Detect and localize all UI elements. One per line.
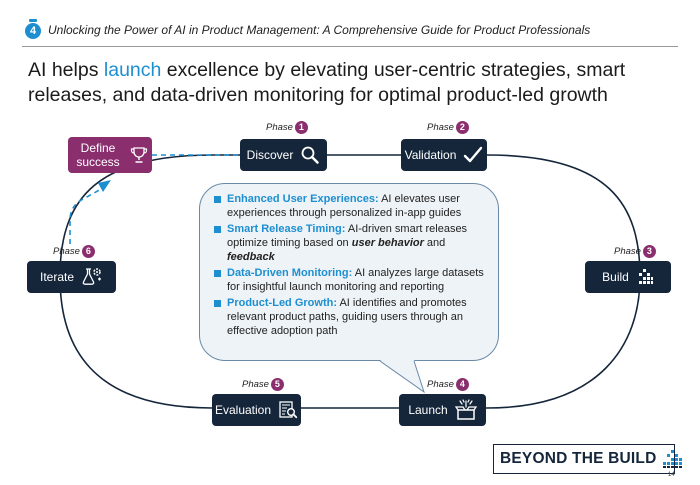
cycle-loop-line bbox=[59, 154, 641, 409]
list-item: Enhanced User Experiences: AI elevates u… bbox=[214, 192, 486, 220]
bullet-heading: Data-Driven Monitoring: bbox=[227, 267, 353, 279]
header-divider bbox=[22, 46, 678, 47]
section-number-badge: 4 bbox=[25, 23, 41, 39]
iterate-to-define-dashed bbox=[69, 187, 104, 244]
page-number: 14 bbox=[668, 472, 675, 478]
bullet-emphasis: feedback bbox=[227, 251, 275, 263]
phase-number-badge: 2 bbox=[455, 121, 469, 134]
phase-discover-label: Discover bbox=[246, 148, 294, 162]
brand-logo: BEYOND THE BUILD bbox=[493, 444, 683, 474]
bullet-heading: Product-Led Growth: bbox=[227, 297, 337, 309]
phase-iterate-label: Iterate bbox=[39, 270, 75, 284]
dashed-arrowhead bbox=[98, 180, 111, 192]
bullet-heading: Smart Release Timing: bbox=[227, 223, 346, 235]
ai-benefits-callout: Enhanced User Experiences: AI elevates u… bbox=[199, 183, 499, 361]
header-title: Unlocking the Power of AI in Product Man… bbox=[48, 23, 591, 37]
phase-number-badge: 3 bbox=[642, 245, 656, 258]
title-highlight: launch bbox=[103, 59, 162, 81]
checkmark-icon bbox=[463, 146, 483, 164]
slide-title: AI helps launch excellence by elevating … bbox=[28, 58, 678, 108]
bullet-square bbox=[214, 270, 221, 277]
define-success-label: Define success bbox=[76, 141, 120, 169]
phase-tag-word: Phase bbox=[427, 122, 454, 133]
list-item: Smart Release Timing: AI-driven smart re… bbox=[214, 222, 486, 264]
bullet-body: and bbox=[423, 237, 446, 249]
phase-launch-box: Launch bbox=[399, 394, 486, 426]
phase-tag-word: Phase bbox=[614, 246, 641, 257]
phase-iterate-box: Iterate bbox=[27, 261, 116, 293]
bullet-square bbox=[214, 196, 221, 203]
list-item: Product-Led Growth: AI identifies and pr… bbox=[214, 296, 486, 338]
phase-validation-box: Validation bbox=[401, 139, 487, 171]
phase-tag-word: Phase bbox=[266, 122, 293, 133]
phase-tag-word: Phase bbox=[242, 379, 269, 390]
phase-launch-label: Launch bbox=[408, 403, 448, 417]
bullet-text: Data-Driven Monitoring: AI analyzes larg… bbox=[227, 266, 486, 294]
slide-header: 4 Unlocking the Power of AI in Product M… bbox=[0, 0, 700, 50]
bullet-body: AI elevates user experiences through per… bbox=[227, 193, 462, 219]
phase-tag-word: Phase bbox=[53, 246, 80, 257]
title-part-1: AI helps bbox=[28, 59, 104, 81]
bullet-text: Enhanced User Experiences: AI elevates u… bbox=[227, 192, 486, 220]
define-success-box: Define success bbox=[68, 137, 152, 173]
report-magnifier-icon bbox=[278, 400, 298, 420]
phase-build-label: Build bbox=[602, 270, 629, 284]
bullet-square bbox=[214, 226, 221, 233]
pixel-blocks-icon bbox=[636, 268, 654, 286]
pixel-logo-icon bbox=[662, 449, 684, 469]
flask-gear-icon bbox=[81, 266, 103, 288]
bullet-text: Product-Led Growth: AI identifies and pr… bbox=[227, 296, 486, 338]
phase-number-badge: 6 bbox=[81, 245, 95, 258]
list-item: Data-Driven Monitoring: AI analyzes larg… bbox=[214, 266, 486, 294]
bullet-body: AI analyzes large datasets for insightfu… bbox=[227, 267, 484, 293]
magnifier-icon bbox=[300, 145, 320, 165]
phase-number-badge: 1 bbox=[294, 121, 308, 134]
phase-evaluation-box: Evaluation bbox=[212, 394, 301, 426]
bullet-body: AI-driven smart releases optimize timing… bbox=[227, 223, 468, 249]
title-part-2: excellence by elevating user-centric str… bbox=[28, 59, 626, 106]
brand-name: BEYOND THE BUILD bbox=[500, 450, 657, 467]
phase-number-badge: 4 bbox=[455, 378, 469, 391]
section-badge-cap bbox=[29, 19, 37, 22]
phase-number-badge: 5 bbox=[270, 378, 284, 391]
open-box-icon bbox=[454, 399, 477, 421]
phase-build-box: Build bbox=[585, 261, 671, 293]
bullet-emphasis: user behavior bbox=[351, 237, 424, 249]
bullet-heading: Enhanced User Experiences: bbox=[227, 193, 379, 205]
phase-evaluation-label: Evaluation bbox=[214, 403, 272, 417]
bullet-text: Smart Release Timing: AI-driven smart re… bbox=[227, 222, 486, 264]
phase-discover-box: Discover bbox=[240, 139, 327, 171]
phase-tag-word: Phase bbox=[427, 379, 454, 390]
bullet-body: AI identifies and promotes relevant prod… bbox=[227, 297, 467, 337]
bullet-square bbox=[214, 300, 221, 307]
phase-validation-label: Validation bbox=[404, 148, 457, 162]
trophy-icon bbox=[130, 146, 148, 164]
